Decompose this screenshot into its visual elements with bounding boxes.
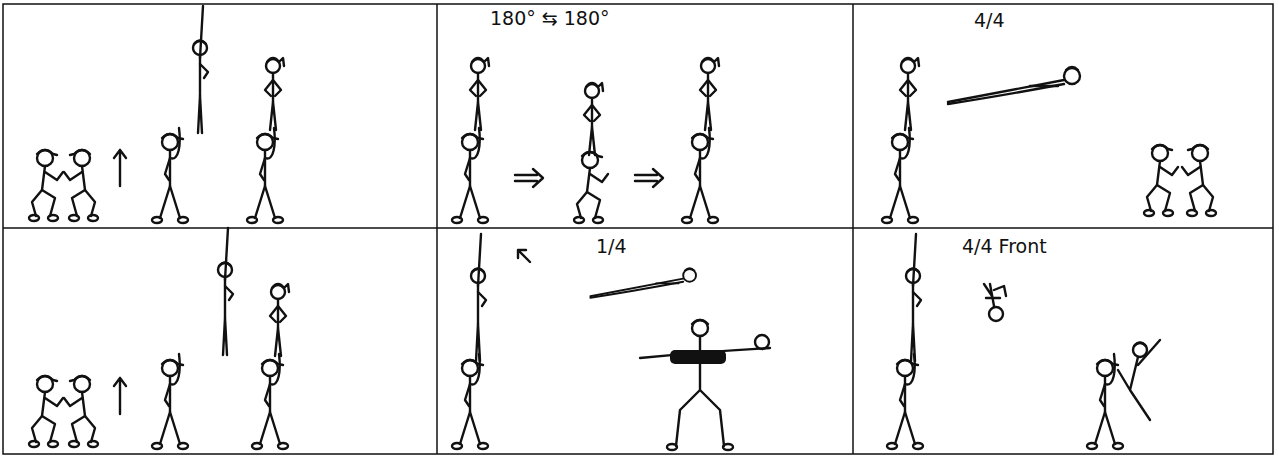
- flyer-figure: [700, 58, 719, 130]
- base-figure: [452, 354, 488, 449]
- flyer-figure: [470, 58, 489, 130]
- catcher-figure: [1087, 354, 1123, 449]
- base-figure: [887, 354, 923, 449]
- flyer-figure: [270, 284, 289, 356]
- caught-flyer: [1118, 340, 1160, 420]
- double-arrow: [515, 169, 543, 187]
- layout-flyer: [590, 268, 696, 298]
- flyer-figure: [900, 58, 919, 130]
- squatting-figure: [29, 150, 63, 221]
- flyer-figure: [906, 234, 921, 361]
- base-figure: [452, 128, 488, 223]
- base-figure: [152, 354, 188, 449]
- flyer-figure: [265, 58, 284, 130]
- squatting-figure: [29, 376, 63, 447]
- flyer-figure: [471, 234, 486, 361]
- cradled-flyer-body: [670, 350, 726, 364]
- base-figure: [252, 354, 288, 449]
- base-figure: [152, 128, 188, 223]
- flyer-figure: [218, 228, 233, 355]
- up-arrow: [114, 150, 126, 186]
- dipping-base: [574, 152, 608, 223]
- base-figure: [882, 128, 918, 223]
- stunt-label: 180° ⇆ 180°: [488, 8, 612, 29]
- squatting-figure: [64, 150, 98, 221]
- stunt-label: 4/4 Front: [960, 236, 1049, 257]
- stunt-label: 1/4: [594, 236, 629, 257]
- catcher-figure: [1144, 145, 1178, 216]
- stunt-label: 4/4: [972, 10, 1007, 31]
- double-arrow: [635, 169, 663, 187]
- table-grid: [3, 4, 1273, 454]
- catcher-figure: [1182, 145, 1216, 216]
- cradle-base: [640, 320, 770, 450]
- turn-arrow: [518, 250, 530, 262]
- tumbling-flyer: [984, 284, 1006, 321]
- base-figure: [247, 128, 283, 223]
- flyer-figure: [193, 6, 208, 133]
- layout-flyer: [948, 67, 1080, 104]
- squatting-figure: [64, 376, 98, 447]
- base-figure: [682, 128, 718, 223]
- up-arrow: [114, 378, 126, 414]
- flyer-figure: [584, 83, 603, 155]
